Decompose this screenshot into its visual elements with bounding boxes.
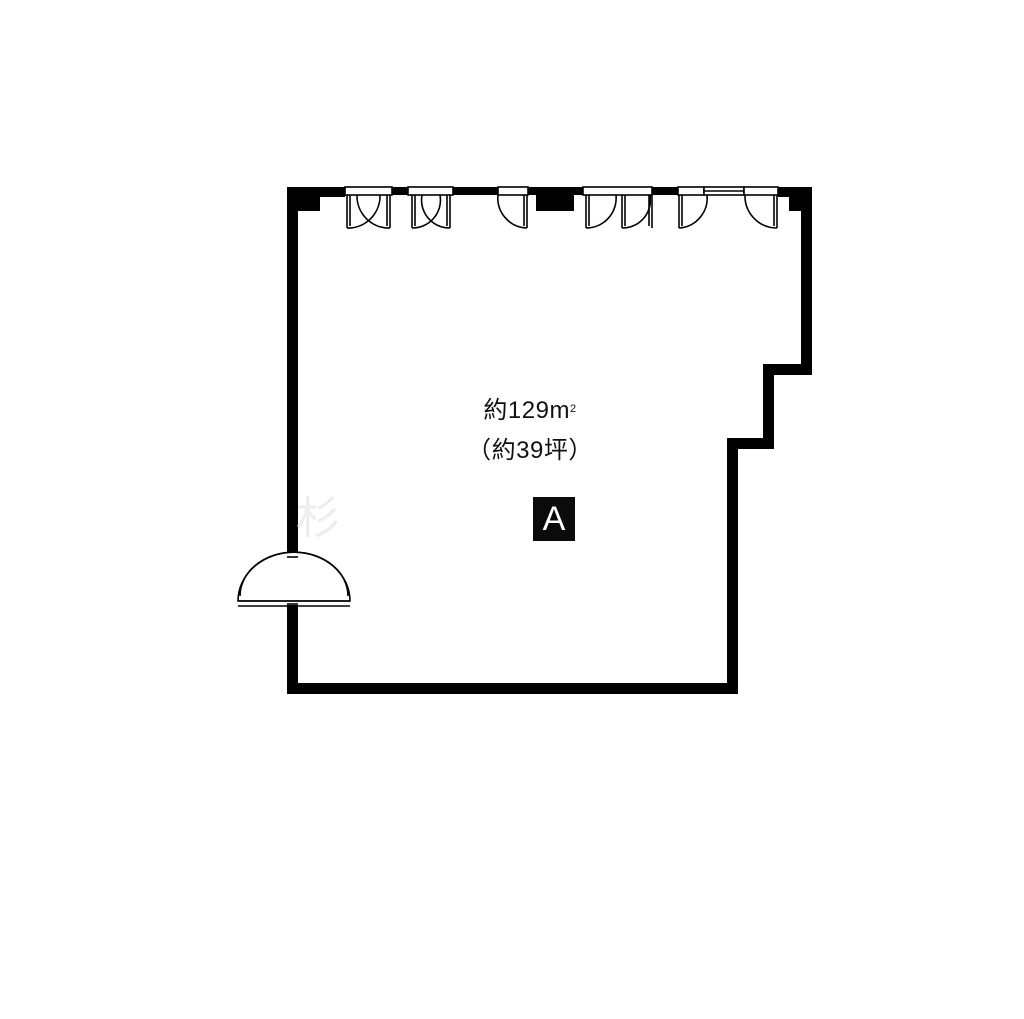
wall-top-corner-right [778, 187, 812, 197]
door-4 [582, 186, 653, 229]
door-6 [743, 186, 779, 229]
wall-top-seg-1 [392, 187, 408, 195]
walls [287, 187, 812, 694]
door-2 [407, 186, 454, 229]
left-entrance-door [237, 551, 351, 607]
wall-step-upper [763, 364, 812, 375]
wall-right-upper [801, 187, 812, 375]
room-tsubo-label: （約39坪） [467, 437, 593, 464]
wall-top-seg-4 [652, 187, 678, 195]
column-top-center [536, 195, 574, 211]
room-area-label: 約129m2 [430, 396, 630, 426]
wall-step-vertical [763, 364, 774, 449]
column-top-right [789, 197, 801, 211]
wall-top-seg-2 [453, 187, 498, 195]
column-top-left [298, 197, 320, 211]
top-doors [344, 186, 779, 229]
watermark-text: 杉 [296, 494, 340, 543]
wall-right-lower [727, 438, 738, 694]
wall-left-lower [287, 605, 298, 694]
wall-bottom [287, 683, 738, 694]
window-top-right [703, 186, 745, 196]
wall-top-seg-3 [528, 187, 583, 195]
room-marker-badge: A [533, 497, 575, 541]
wall-left-upper [287, 187, 298, 555]
wall-top-corner-left [287, 187, 345, 197]
wall-step-lower [727, 438, 774, 449]
door-5 [677, 186, 708, 229]
area-unit-superscript: 2 [569, 403, 577, 415]
room-area-value: 約129m [483, 397, 570, 424]
door-3 [497, 186, 529, 229]
door-1 [344, 186, 393, 229]
